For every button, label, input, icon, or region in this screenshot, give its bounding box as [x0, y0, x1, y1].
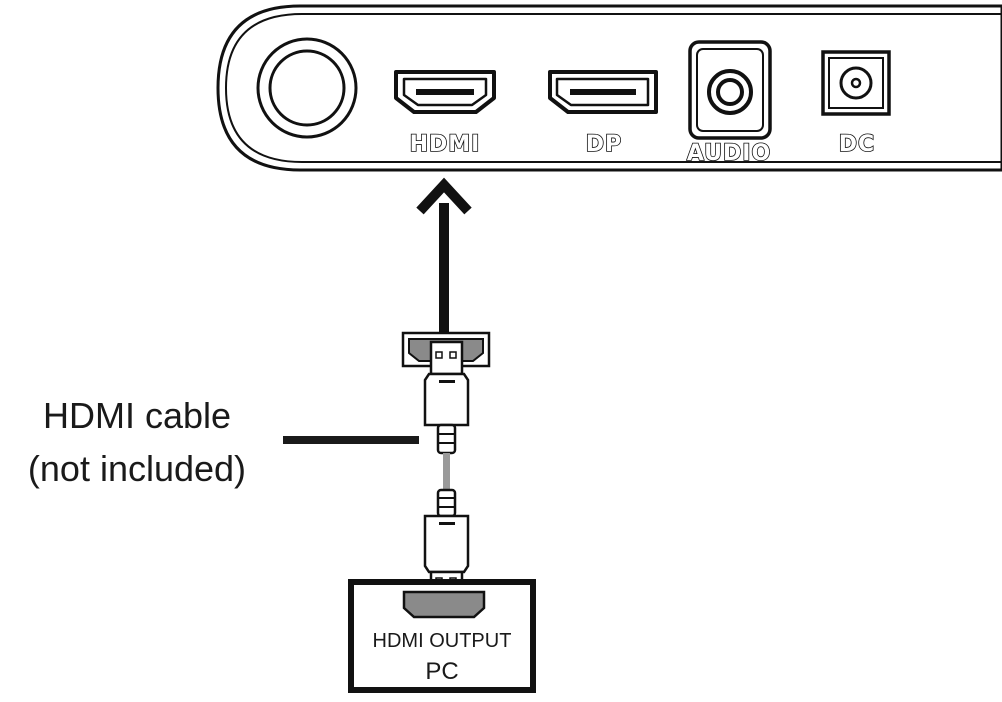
cable-label-line2: (not included): [28, 448, 246, 489]
monitor-port-panel: HDMI DP AUDIO DC: [216, 4, 1002, 172]
monitor-panel-inner-outline: [224, 13, 1002, 163]
cable-label-line1: HDMI cable: [43, 395, 231, 436]
hdmi-port-icon: [394, 70, 496, 114]
pc-device-label: PC: [425, 658, 458, 685]
audio-jack-icon: [688, 40, 772, 140]
hdmi-port-label: HDMI: [410, 132, 481, 157]
dc-port-label: DC: [839, 132, 875, 157]
dp-port-label: DP: [586, 132, 622, 157]
hdmi-cable-upper-plug: [401, 331, 491, 455]
displayport-port-icon: [548, 70, 658, 114]
hdmi-cable-lower-plug: [423, 488, 470, 596]
hdmi-cable-wire: [443, 453, 450, 492]
connection-arrow: [416, 177, 472, 335]
callout-leader-line: [283, 436, 419, 444]
pc-port-label: HDMI OUTPUT: [373, 630, 512, 652]
pc-device-box: HDMI OUTPUT PC: [348, 579, 536, 693]
audio-port-label: AUDIO: [687, 141, 771, 166]
pc-hdmi-port-icon: [402, 590, 486, 619]
cable-callout: HDMI cable (not included): [28, 395, 419, 489]
dc-power-jack-icon: [821, 50, 891, 116]
power-button-icon: [256, 37, 358, 139]
